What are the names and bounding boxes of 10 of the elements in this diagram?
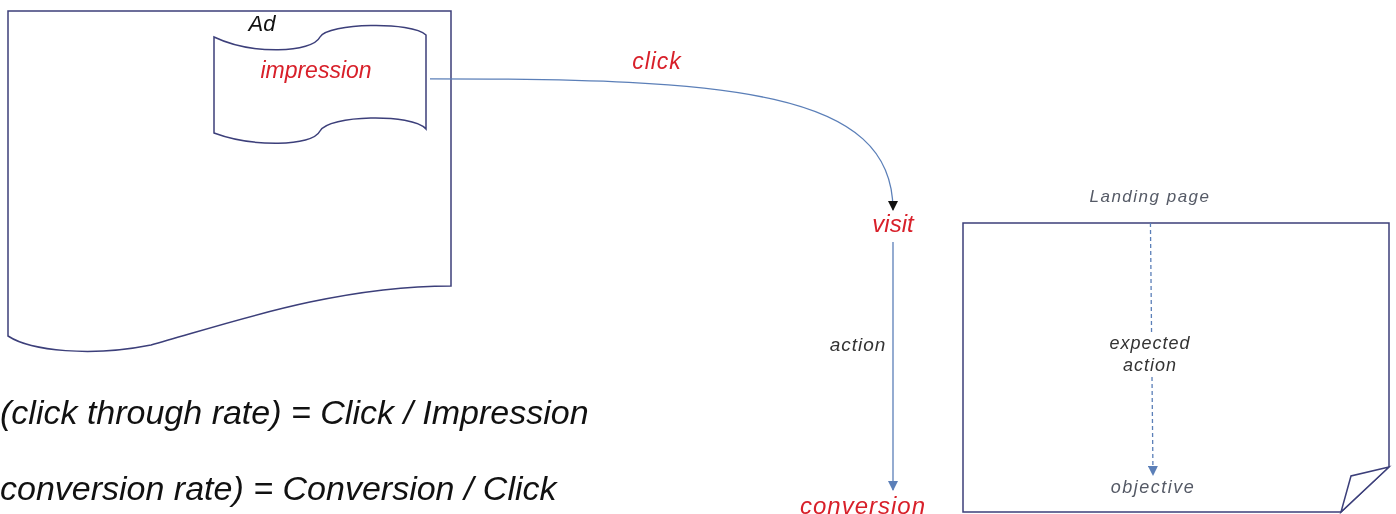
impression-label: impression	[260, 57, 372, 84]
arrow	[429, 78, 897, 211]
formula-text: conversion rate) = Conversion / Click	[0, 469, 557, 508]
arrow	[888, 241, 898, 491]
page-title: Landing page	[1089, 187, 1211, 207]
formula-text: (click through rate) = Click / Impression	[0, 393, 589, 432]
objective-label: objective	[1110, 477, 1196, 498]
ad-heading: Ad	[248, 11, 276, 37]
visit-label: visit	[872, 210, 914, 238]
conversion-label: conversion	[799, 492, 927, 514]
